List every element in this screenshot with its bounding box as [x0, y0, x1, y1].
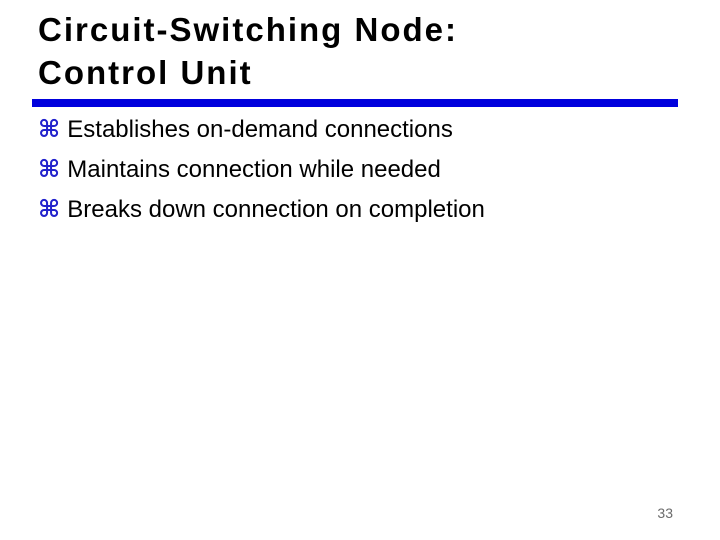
list-item: ⌘ Breaks down connection on completion: [38, 192, 638, 232]
page-number: 33: [657, 505, 673, 521]
command-bullet-icon: ⌘: [38, 156, 61, 183]
slide-title: Circuit-Switching Node: Control Unit: [38, 8, 458, 94]
slide-title-line1: Circuit-Switching Node:: [38, 11, 458, 48]
command-bullet-icon: ⌘: [38, 196, 61, 223]
title-underline-rule: [32, 99, 678, 107]
list-item: ⌘ Establishes on-demand connections: [38, 112, 638, 152]
list-item: ⌘ Maintains connection while needed: [38, 152, 638, 192]
bullet-list: ⌘ Establishes on-demand connections ⌘ Ma…: [38, 112, 638, 232]
bullet-text: Establishes on-demand connections: [67, 116, 453, 143]
bullet-text: Breaks down connection on completion: [67, 196, 485, 223]
command-bullet-icon: ⌘: [38, 116, 61, 143]
slide-title-line2: Control Unit: [38, 54, 253, 91]
bullet-text: Maintains connection while needed: [67, 156, 441, 183]
